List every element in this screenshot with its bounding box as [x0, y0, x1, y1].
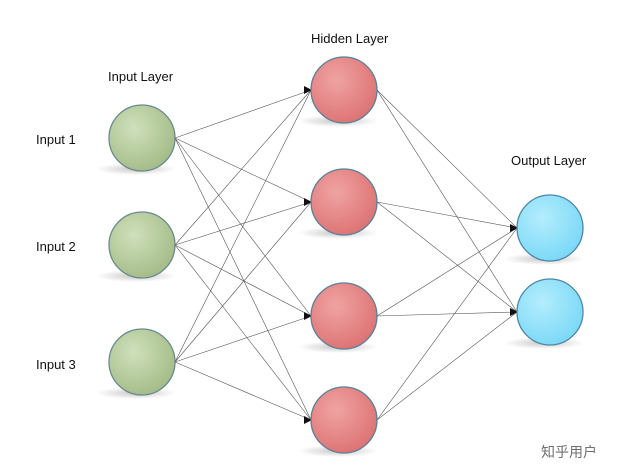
hidden-output-edge-3-2 [376, 311, 518, 317]
input-hidden-edge-2-3 [174, 244, 312, 317]
input-hidden-edge-1-2 [174, 137, 312, 203]
hidden-arrowhead-4 [304, 416, 312, 424]
input-node-2 [108, 211, 176, 279]
input-hidden-edge-3-1 [174, 89, 312, 363]
hidden-arrowhead-2 [304, 198, 312, 206]
hidden-output-edge-1-2 [376, 89, 518, 313]
hidden-output-edge-1-1 [376, 89, 518, 229]
hidden-layer-title: Hidden Layer [311, 31, 389, 46]
output-arrowhead-2 [510, 308, 518, 316]
input-layer-title: Input Layer [108, 69, 174, 84]
hidden-output-edge-2-1 [376, 201, 518, 229]
hidden-arrowhead-3 [304, 312, 312, 320]
input-hidden-edge-1-3 [174, 137, 312, 317]
input-hidden-edge-2-2 [174, 201, 312, 246]
input-label-3: Input 3 [36, 357, 76, 372]
input-node-3 [108, 328, 176, 396]
hidden-node-1 [310, 56, 378, 124]
input-hidden-edge-2-1 [174, 89, 312, 246]
output-node-2 [516, 278, 584, 346]
input-hidden-edge-2-4 [174, 244, 312, 421]
input-hidden-edge-1-4 [174, 137, 312, 421]
hidden-output-edge-4-2 [376, 311, 518, 421]
watermark: 知乎用户 [541, 444, 597, 460]
input-hidden-edge-3-2 [174, 201, 312, 363]
hidden-node-3 [310, 282, 378, 350]
hidden-node-4 [310, 386, 378, 454]
connections [174, 89, 518, 421]
hidden-arrowhead-1 [304, 86, 312, 94]
hidden-output-edge-3-1 [376, 227, 518, 317]
hidden-output-edge-2-2 [376, 201, 518, 313]
output-layer-title: Output Layer [511, 153, 587, 168]
input-hidden-edge-3-3 [174, 315, 312, 363]
input-hidden-edge-1-1 [174, 89, 312, 139]
input-hidden-edge-3-4 [174, 361, 312, 421]
nodes [108, 56, 584, 454]
hidden-node-2 [310, 168, 378, 236]
input-label-1: Input 1 [36, 132, 76, 147]
hidden-output-edge-4-1 [376, 227, 518, 421]
output-arrowhead-1 [510, 224, 518, 232]
input-label-2: Input 2 [36, 239, 76, 254]
arrowheads [304, 86, 518, 424]
input-node-1 [108, 104, 176, 172]
output-node-1 [516, 194, 584, 262]
